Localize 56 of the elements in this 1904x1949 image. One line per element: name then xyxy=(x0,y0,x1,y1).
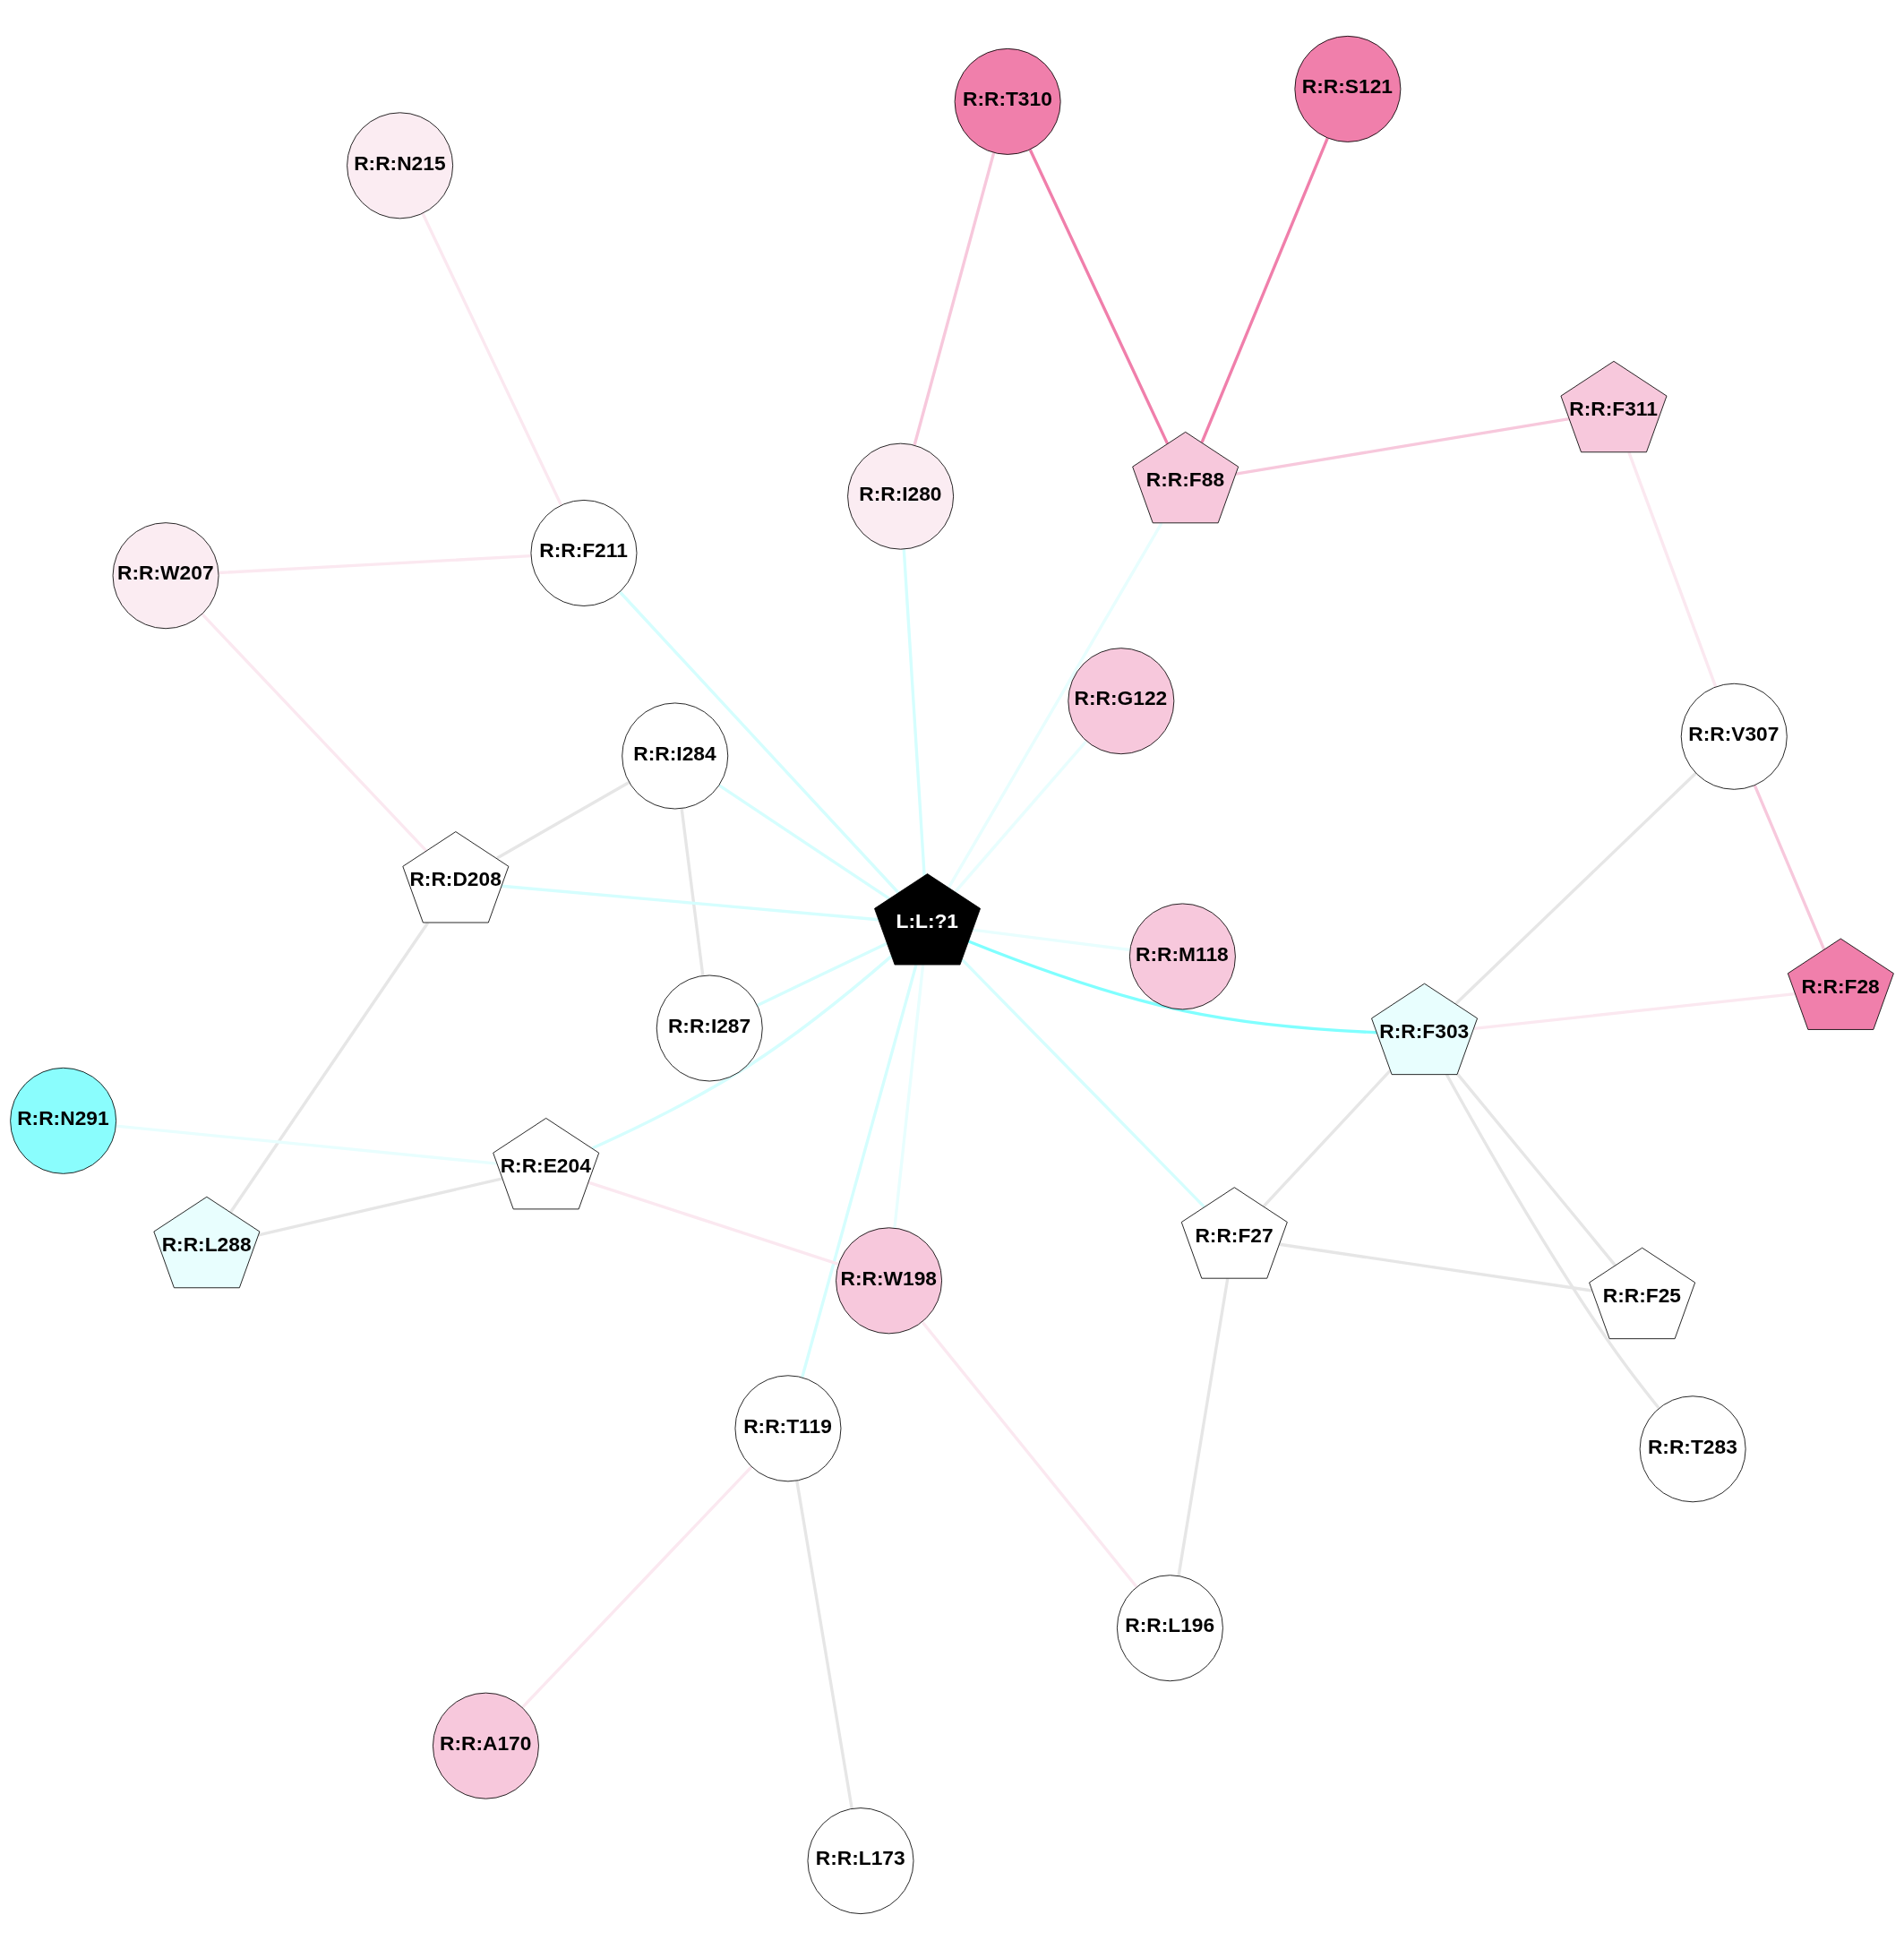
connector xyxy=(921,1320,1138,1588)
node-circle: R:R:I280 xyxy=(847,442,955,550)
node-circle: R:R:T283 xyxy=(1639,1395,1746,1502)
connector xyxy=(1279,1242,1593,1292)
connector xyxy=(619,590,900,894)
node-circle: R:R:W207 xyxy=(112,521,219,629)
node-circle: R:R:I284 xyxy=(622,702,729,809)
connector xyxy=(947,521,1163,889)
node-circle: R:R:S121 xyxy=(1294,35,1402,142)
connector xyxy=(116,1123,497,1165)
connector xyxy=(756,941,888,1007)
connector xyxy=(421,212,563,506)
connector xyxy=(1473,992,1796,1030)
connector xyxy=(1262,1069,1392,1207)
node-circle: R:R:I287 xyxy=(656,974,763,1081)
connector xyxy=(718,784,891,900)
connector xyxy=(893,964,925,1228)
node-circle: R:R:N215 xyxy=(347,111,454,219)
connector xyxy=(1235,416,1570,476)
node-circle: R:R:T119 xyxy=(734,1374,842,1481)
connector xyxy=(1454,771,1697,1005)
connector xyxy=(591,954,893,1150)
connector xyxy=(972,927,1130,951)
connector xyxy=(1753,784,1826,950)
node-circle: R:R:L196 xyxy=(1116,1574,1223,1681)
connector xyxy=(501,884,879,921)
node-circle: R:R:N291 xyxy=(10,1067,117,1174)
connector xyxy=(495,780,630,860)
node-circle: R:R:W198 xyxy=(836,1226,942,1334)
connector xyxy=(680,807,705,976)
connector xyxy=(961,957,1205,1208)
connector xyxy=(201,613,428,852)
node-circle: R:R:L173 xyxy=(807,1807,914,1914)
connector xyxy=(801,964,918,1378)
node-circle: R:R:G122 xyxy=(1068,647,1175,754)
connector xyxy=(967,939,1377,1034)
node-circle: R:R:V307 xyxy=(1680,683,1788,790)
connector xyxy=(587,1180,839,1266)
node-circle: R:R:M118 xyxy=(1128,903,1236,1009)
connector xyxy=(219,554,531,574)
connector xyxy=(258,1176,503,1237)
node-circle: R:R:A170 xyxy=(433,1692,539,1799)
connector xyxy=(229,921,430,1213)
node-circle: R:R:F211 xyxy=(530,499,638,606)
node-circle: R:R:T310 xyxy=(954,47,1061,155)
connector xyxy=(1445,1073,1660,1409)
connector xyxy=(521,1464,753,1708)
connector xyxy=(1028,149,1170,444)
connector xyxy=(1627,451,1718,687)
connector xyxy=(954,739,1088,893)
connector xyxy=(902,548,926,876)
connector xyxy=(1456,1072,1617,1266)
connector xyxy=(795,1480,853,1808)
connector xyxy=(913,151,996,445)
connector xyxy=(1200,137,1329,443)
connector xyxy=(1177,1277,1230,1576)
